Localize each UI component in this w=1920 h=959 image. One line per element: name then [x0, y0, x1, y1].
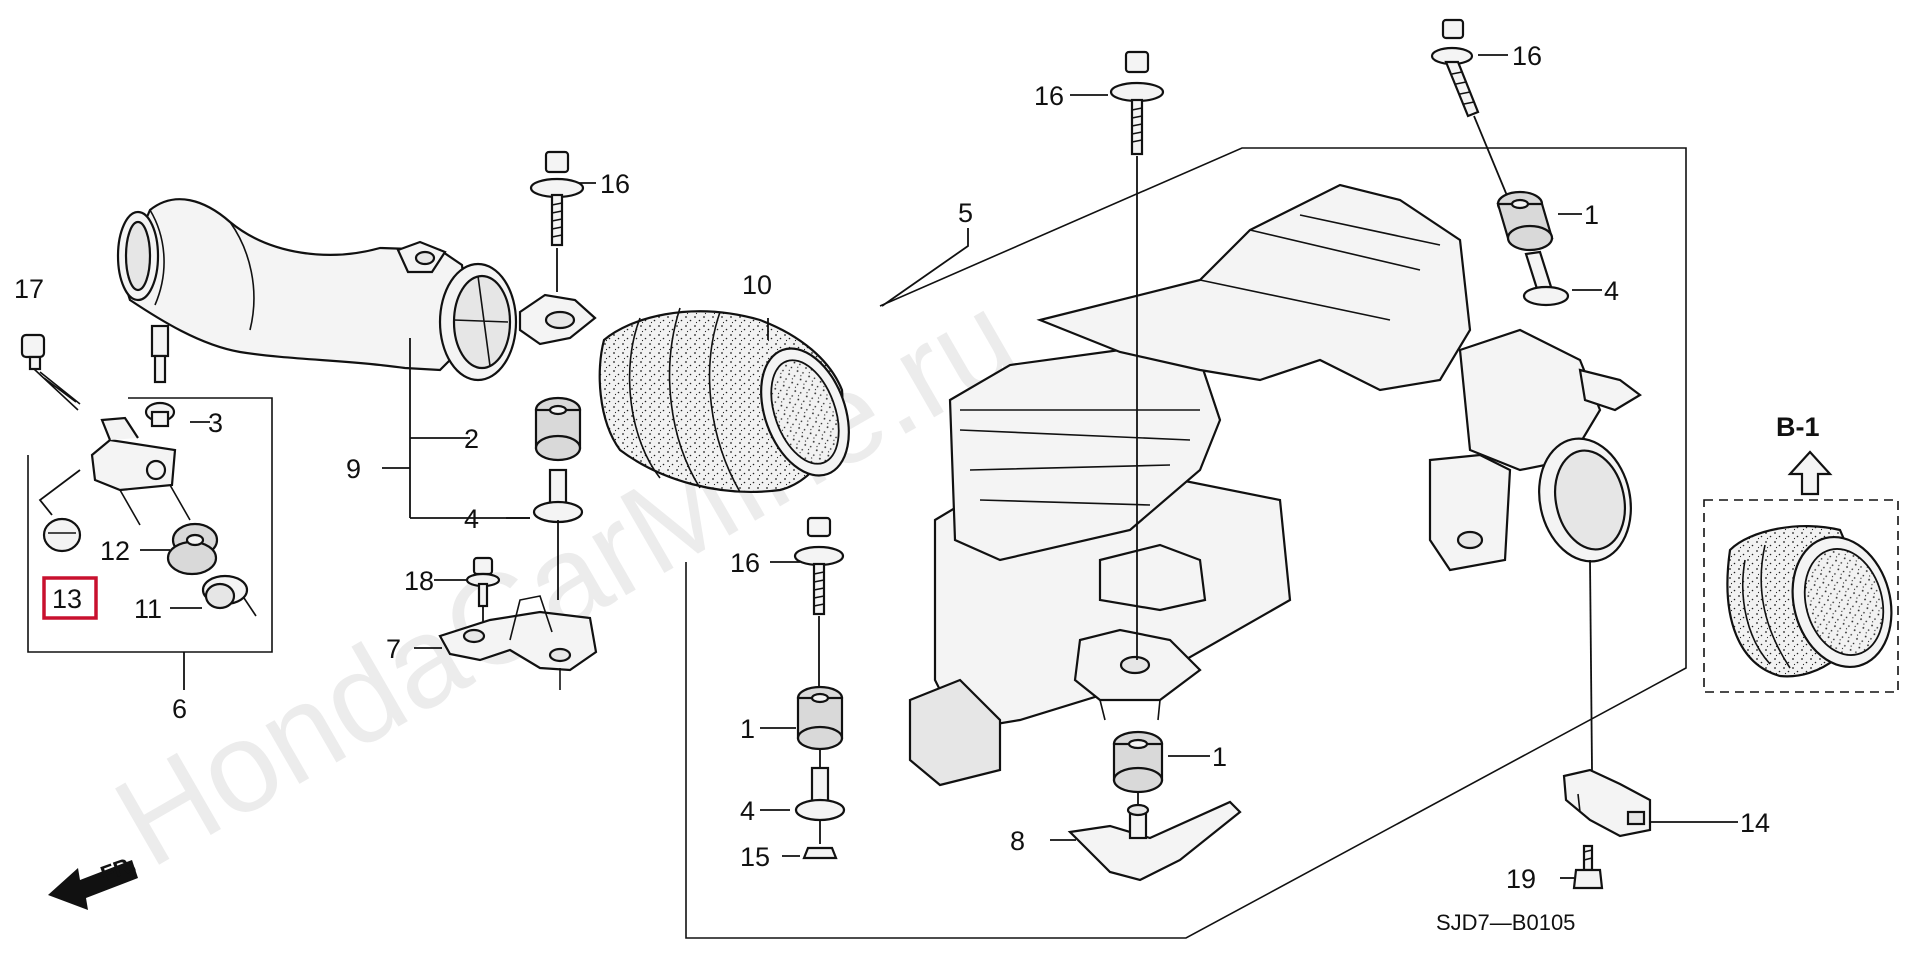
group-6-bracket-set — [20, 333, 273, 653]
part-16-bolt-b[interactable] — [1109, 50, 1165, 156]
view-b1-frame — [1703, 499, 1899, 693]
part-4-collar-c[interactable] — [794, 766, 846, 822]
part-18-bolt[interactable] — [465, 556, 501, 622]
stack-center-long-bolt — [1109, 50, 1165, 812]
callout-4-a[interactable]: 4 — [464, 504, 479, 534]
part-15-nut[interactable] — [802, 846, 838, 860]
part-1-grommet-b[interactable] — [796, 685, 844, 751]
part-2-grommet[interactable] — [534, 396, 582, 462]
part-10-intake-tube[interactable] — [598, 307, 865, 493]
part-3-grommet[interactable] — [144, 401, 176, 428]
diagram-code: SJD7—B0105 — [1436, 910, 1575, 935]
part-16-bolt-a[interactable] — [529, 150, 585, 247]
callout-9[interactable]: 9 — [346, 454, 361, 484]
part-8-bracket[interactable] — [1067, 800, 1242, 882]
callout-13-highlight[interactable]: 13 — [42, 576, 98, 620]
stack-cleaner-left — [793, 516, 846, 860]
callouts: 17 3 12 13 11 6 16 2 9 4 18 7 10 5 16 16… — [14, 41, 1820, 894]
callout-16-d[interactable]: 16 — [730, 548, 760, 578]
part-19-bolt[interactable] — [1572, 844, 1604, 890]
part-b1-tube-end[interactable] — [1726, 524, 1905, 678]
callout-3[interactable]: 3 — [208, 408, 223, 438]
part-14-bracket[interactable] — [1562, 768, 1652, 838]
part-6-bracket[interactable] — [90, 416, 191, 526]
callout-12[interactable]: 12 — [100, 536, 130, 566]
callout-16-b[interactable]: 16 — [1034, 81, 1064, 111]
part-13-clip[interactable] — [38, 469, 82, 553]
callout-1-b[interactable]: 1 — [740, 714, 755, 744]
callout-11[interactable]: 11 — [134, 594, 162, 624]
view-arrow — [1787, 450, 1833, 496]
front-label: FR. — [97, 851, 139, 887]
callout-16-c[interactable]: 16 — [1512, 41, 1542, 71]
stack-left-mount — [529, 150, 585, 600]
stack-upper-right — [1430, 18, 1570, 307]
callout-4-c[interactable]: 4 — [740, 796, 755, 826]
group-5-frame — [685, 147, 1687, 939]
part-4-collar-a[interactable] — [532, 468, 584, 524]
callout-17[interactable]: 17 — [14, 274, 44, 304]
view-b1-detail — [1703, 450, 1905, 693]
callout-1-a[interactable]: 1 — [1584, 200, 1599, 230]
part-4-collar-b[interactable] — [1522, 250, 1570, 307]
callout-14[interactable]: 14 — [1740, 808, 1770, 838]
part-17-bolt[interactable] — [20, 333, 81, 411]
callout-13[interactable]: 13 — [52, 584, 82, 614]
lead-outlet-to-14 — [1589, 559, 1593, 771]
callout-19[interactable]: 19 — [1506, 864, 1536, 894]
callout-2[interactable]: 2 — [464, 424, 479, 454]
callout-4-b[interactable]: 4 — [1604, 276, 1619, 306]
part-5-air-cleaner[interactable] — [908, 183, 1642, 787]
front-direction-arrow: FR. — [48, 851, 139, 910]
part-9-intake-duct[interactable] — [116, 198, 597, 384]
callout-6[interactable]: 6 — [172, 694, 187, 724]
callout-8[interactable]: 8 — [1010, 826, 1025, 856]
callout-5[interactable]: 5 — [958, 198, 973, 228]
view-label-b1: B-1 — [1776, 412, 1820, 442]
callout-16-a[interactable]: 16 — [600, 169, 630, 199]
group-6-frame — [27, 397, 273, 653]
part-16-bolt-c[interactable] — [1430, 18, 1480, 118]
callout-10[interactable]: 10 — [742, 270, 772, 300]
part-1-grommet-c[interactable] — [1112, 730, 1164, 794]
highlight-box — [42, 576, 98, 620]
part-12-grommet[interactable] — [166, 522, 219, 576]
callout-7[interactable]: 7 — [386, 634, 401, 664]
part-16-bolt-d[interactable] — [793, 516, 845, 616]
callout-15[interactable]: 15 — [740, 842, 770, 872]
part-7-bracket[interactable] — [438, 595, 598, 690]
part-11-collar[interactable] — [201, 574, 257, 617]
leader-lines — [140, 54, 1738, 879]
callout-1-c[interactable]: 1 — [1212, 742, 1227, 772]
arrow-icon — [48, 860, 138, 910]
callout-18[interactable]: 18 — [404, 566, 434, 596]
part-1-grommet-a[interactable] — [1496, 190, 1554, 252]
